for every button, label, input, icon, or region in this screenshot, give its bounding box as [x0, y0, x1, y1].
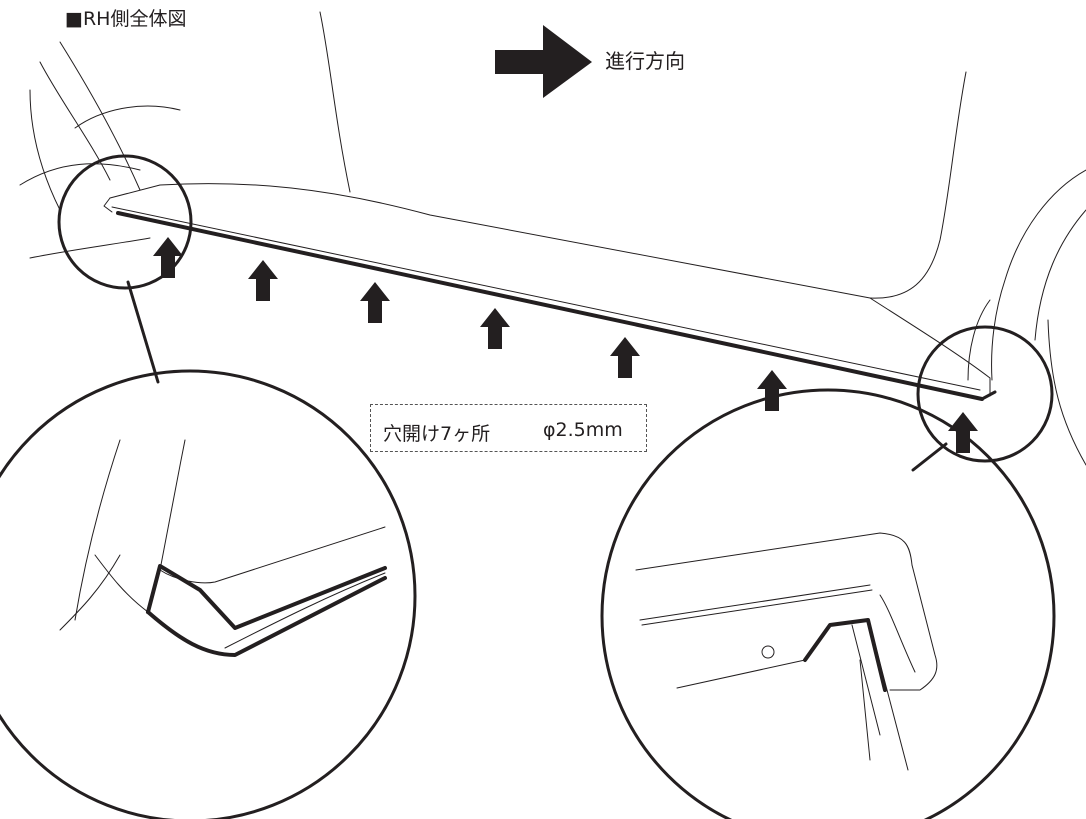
- drill-arrows: [153, 237, 978, 453]
- drill-arrow-4: [480, 308, 510, 349]
- detail-circles: [0, 154, 1056, 819]
- drill-note-text: 穴開け7ヶ所: [383, 423, 491, 445]
- drill-arrow-5: [610, 337, 640, 378]
- drill-hole-mark: [761, 645, 775, 659]
- diagram-title: ■RH側全体図: [65, 8, 187, 30]
- drill-arrow-7: [948, 412, 978, 453]
- right-detail: [635, 532, 938, 771]
- right-arrow-icon: [495, 25, 592, 98]
- drill-arrow-3: [360, 282, 390, 323]
- drill-note-box: 穴開け7ヶ所 φ2.5mm: [370, 404, 647, 452]
- drill-arrow-2: [248, 260, 278, 301]
- drill-arrow-1: [153, 237, 183, 278]
- drill-spec-text: φ2.5mm: [543, 419, 623, 441]
- car-body-outline: [19, 11, 1086, 466]
- direction-label: 進行方向: [605, 49, 685, 73]
- left-detail: [59, 439, 387, 657]
- side-sill: [103, 183, 997, 401]
- drill-arrow-6: [757, 370, 787, 411]
